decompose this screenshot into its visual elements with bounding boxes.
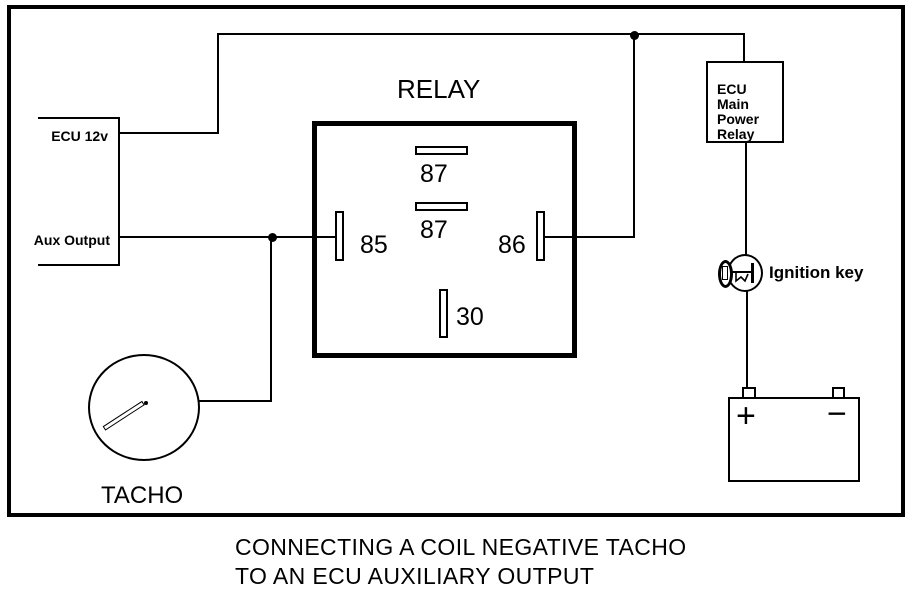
wire-ecu12v-vertical	[217, 33, 219, 134]
battery-negative-label: −	[827, 395, 847, 433]
ignition-key-label: Ignition key	[769, 263, 864, 282]
wire-ignition-top	[745, 142, 747, 255]
relay-title: RELAY	[397, 74, 481, 104]
junction-dot-top-bus	[630, 31, 639, 40]
relay-pin-bar-87-mid	[415, 202, 468, 211]
relay-pin-label-87-mid: 87	[420, 216, 448, 244]
wire-aux-output	[120, 236, 336, 238]
wire-ecu12v-horizontal	[120, 132, 219, 134]
ignition-key-teeth	[735, 273, 749, 283]
wire-pin86-horizontal	[544, 236, 635, 238]
relay-pin-bar-86	[536, 211, 545, 261]
battery-positive-label: +	[736, 397, 756, 435]
ecu-box: ECU 12v Aux Output	[34, 117, 120, 266]
ignition-key-slot	[722, 266, 728, 280]
relay-pin-label-30: 30	[456, 303, 484, 331]
tacho-needle-tip-dot	[144, 401, 148, 405]
tacho-label: TACHO	[101, 482, 184, 509]
battery-box	[728, 397, 860, 482]
relay-pin-bar-30	[439, 289, 448, 338]
caption-line-2: TO AN ECU AUXILIARY OUTPUT	[235, 563, 595, 589]
ignition-key-shaft	[730, 271, 753, 273]
ecu-12v-label: ECU 12v	[51, 128, 108, 144]
relay-pin-label-85: 85	[360, 231, 388, 259]
wire-top-bus	[217, 33, 745, 35]
wire-ignition-bottom	[746, 291, 748, 389]
ecu-aux-output-label: Aux Output	[33, 232, 110, 248]
junction-dot-aux	[268, 233, 277, 242]
wire-power-relay-drop	[743, 33, 745, 62]
wire-tacho-vertical	[270, 237, 272, 401]
wire-pin86-vertical	[633, 35, 635, 238]
relay-pin-label-86: 86	[498, 231, 526, 259]
caption-line-1: CONNECTING A COIL NEGATIVE TACHO	[235, 534, 687, 560]
relay-pin-bar-87-top	[415, 146, 468, 155]
ignition-key-circle	[727, 254, 763, 292]
ecu-main-power-relay-box: ECU Main Power Relay	[706, 61, 784, 143]
ignition-key-bow-bar	[751, 263, 754, 283]
tacho-circle	[88, 354, 200, 461]
relay-pin-label-87-top: 87	[420, 160, 448, 188]
wire-tacho-horizontal	[199, 400, 272, 402]
relay-pin-bar-85	[335, 211, 344, 261]
diagram-border-frame	[7, 5, 905, 517]
ecu-main-power-relay-label: ECU Main Power Relay	[717, 81, 760, 142]
relay-box	[312, 121, 577, 358]
